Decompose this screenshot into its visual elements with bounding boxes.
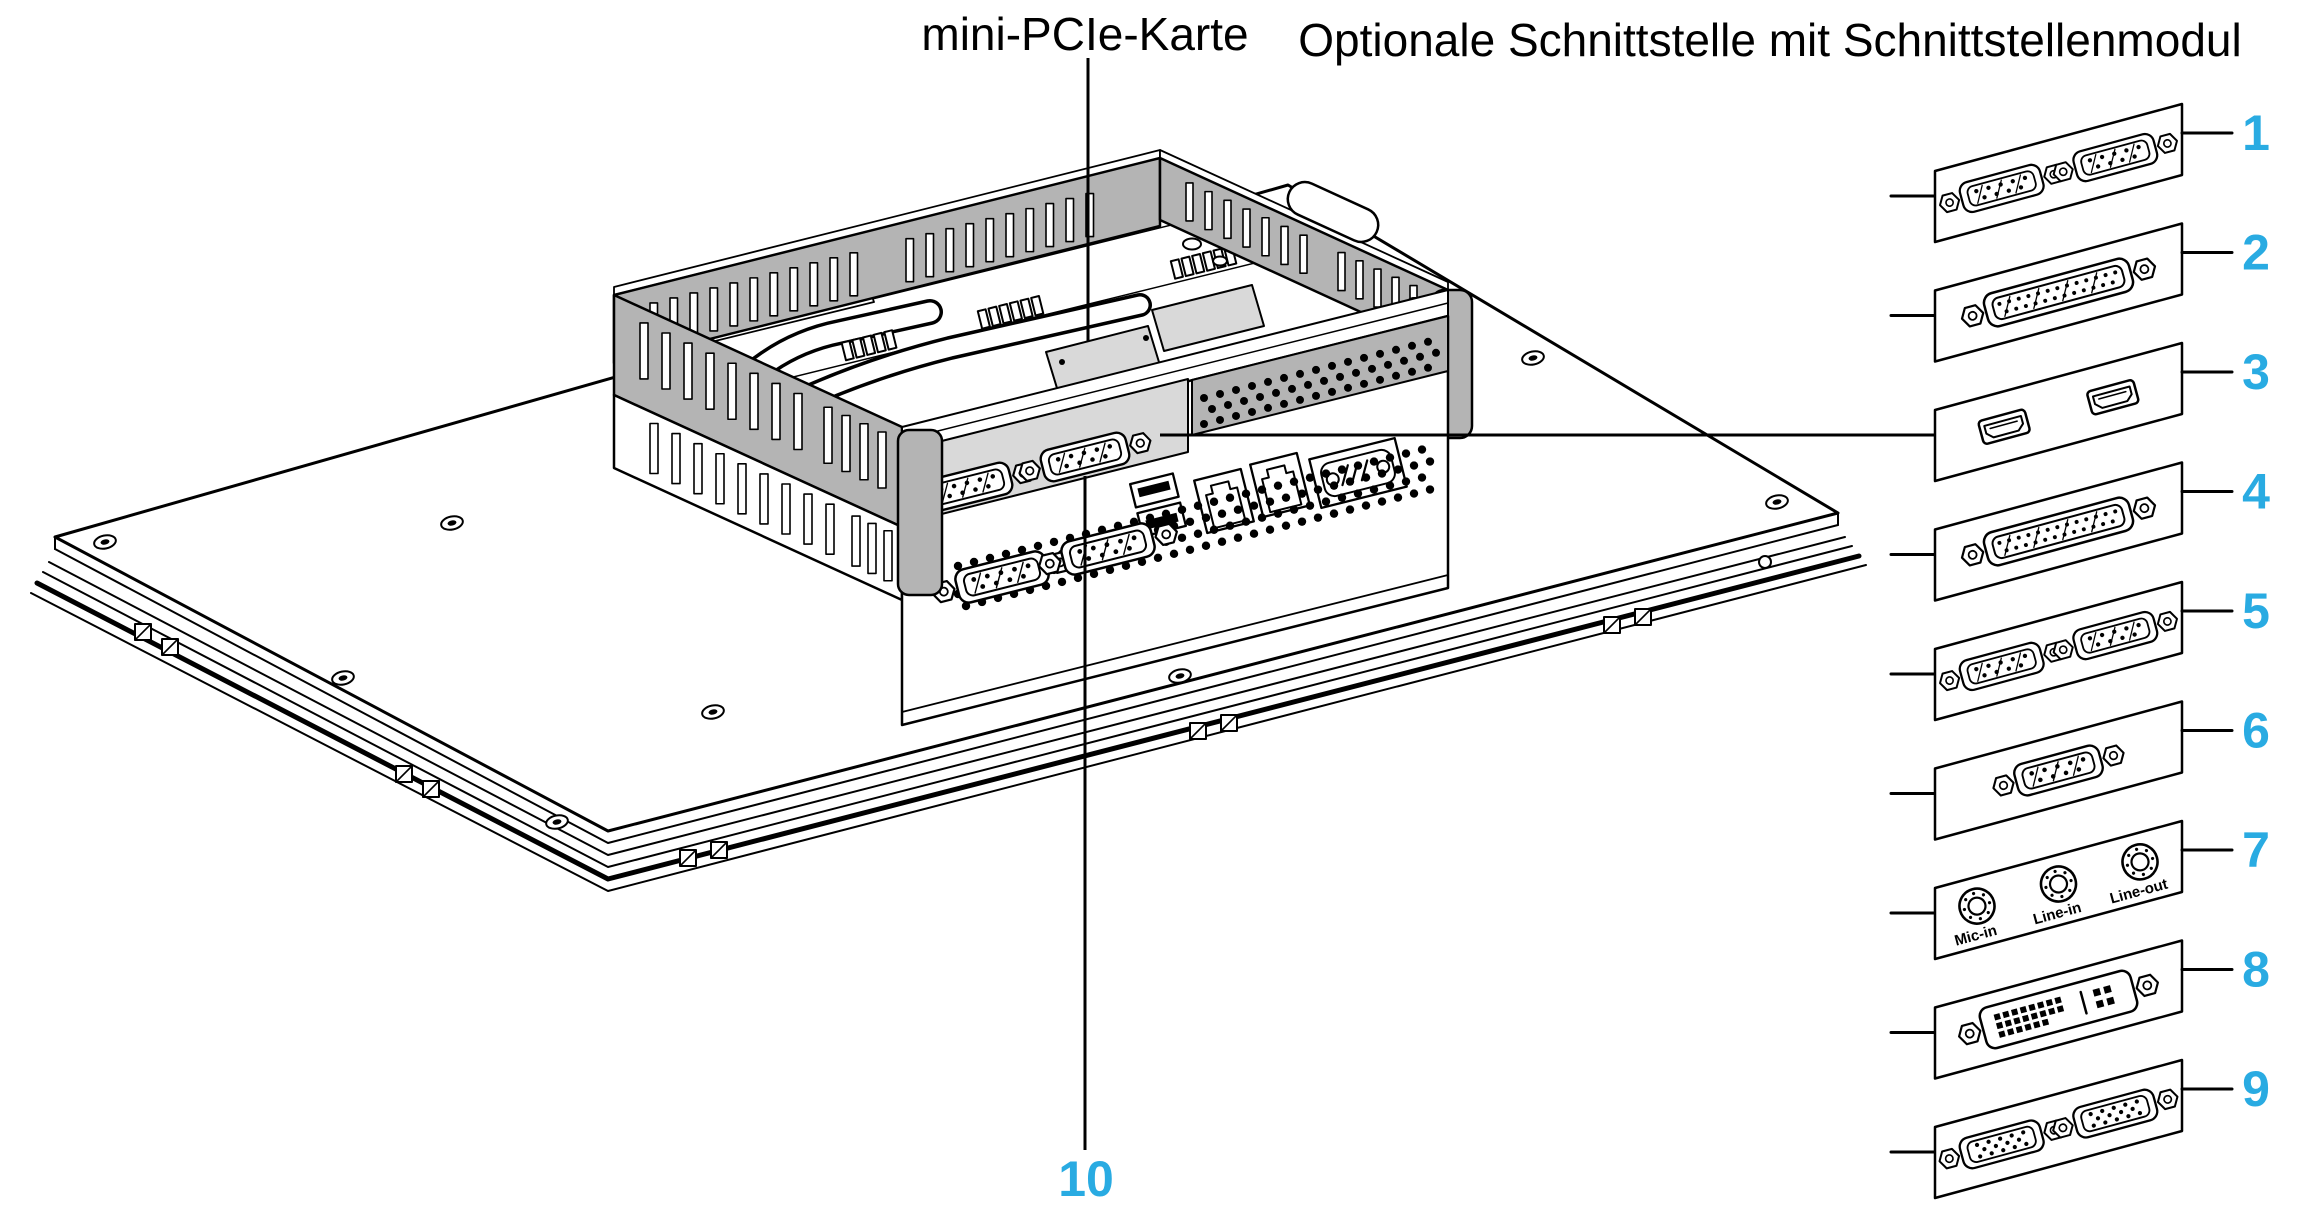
module-number: 5 [2242,583,2270,639]
module-plate [1933,341,2184,483]
module-number: 4 [2242,464,2270,520]
box-unit [612,149,1474,727]
module-number: 7 [2242,822,2270,878]
interface-module-4: 4 [1889,461,2270,602]
interface-module-2: 2 [1889,222,2270,363]
module-number: 6 [2242,703,2270,759]
module-number: 8 [2242,942,2270,998]
module-number: 3 [2242,344,2270,400]
pcie-card-label: mini-PCIe-Karte [921,8,1248,60]
interface-module-8: 8 [1889,939,2270,1080]
leader-lines [1083,58,1891,1150]
module-number: 1 [2242,105,2270,161]
interface-module-5: 5 [1889,580,2270,722]
interface-module-9: 9 [1889,1058,2270,1200]
interface-module-1: 1 [1889,102,2270,244]
interface-module-3: 3 [1889,341,2270,483]
module-number: 9 [2242,1061,2270,1117]
optional-interface-label: Optionale Schnittstelle mit Schnittstell… [1298,14,2241,66]
interface-module-6: 6 [1889,700,2270,841]
device-number-label: 10 [1058,1151,1114,1207]
board-connectors [840,245,1238,362]
module-number: 2 [2242,225,2270,281]
